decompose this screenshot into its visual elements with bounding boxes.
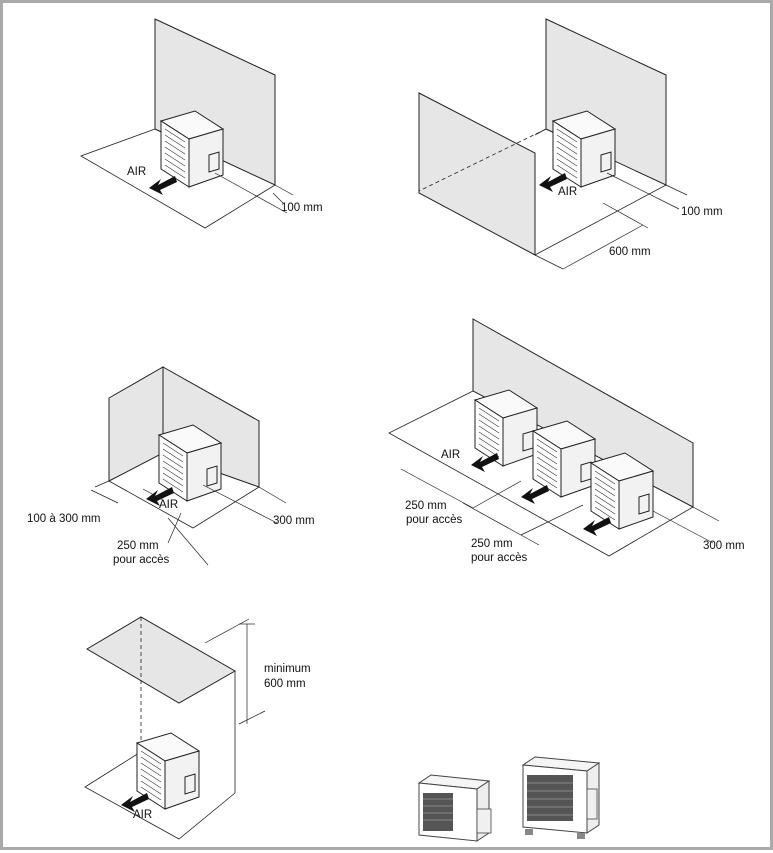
access-label: pour accès xyxy=(113,554,170,566)
panel-single-wall: AIR 100 mm xyxy=(80,18,323,229)
panel-overhead: AIR minimum 600 mm xyxy=(84,616,311,840)
side-wall xyxy=(418,92,536,256)
access-250mm-label-1: 250 mm xyxy=(405,500,447,512)
clearance-100mm-label: 100 mm xyxy=(681,206,723,218)
air-label: AIR xyxy=(558,186,577,198)
clearance-300mm-label: 300 mm xyxy=(273,515,315,527)
access-250mm-label: 250 mm xyxy=(117,540,159,552)
installation-clearance-diagram: AIR 100 mm AIR 100 mm 600 mm AIR 100 à 3… xyxy=(27,18,745,842)
access-250mm-label-2: 250 mm xyxy=(471,538,513,550)
panel-corner: AIR 100 à 300 mm 300 mm 250 mm pour accè… xyxy=(27,366,315,566)
air-label: AIR xyxy=(133,809,152,821)
overhead-shelter xyxy=(86,616,237,704)
panel-two-walls: AIR 100 mm 600 mm xyxy=(418,18,723,270)
air-label: AIR xyxy=(159,499,178,511)
panel-multiple-units: AIR 250 mm pour accès 250 mm pour accès … xyxy=(388,318,745,564)
access-label-1: pour accès xyxy=(406,514,463,526)
clearance-100-300mm-label: 100 à 300 mm xyxy=(27,513,101,525)
clearance-600mm-label: 600 mm xyxy=(609,246,651,258)
air-label: AIR xyxy=(127,166,146,178)
clearance-300mm-label: 300 mm xyxy=(703,540,745,552)
access-label-2: pour accès xyxy=(471,552,528,564)
minimum-label: minimum xyxy=(264,663,311,675)
airflow-arrow-icon xyxy=(471,453,499,472)
airflow-arrow-icon xyxy=(521,485,549,504)
small-outdoor-unit-icon xyxy=(417,774,492,842)
clearance-100mm-label: 100 mm xyxy=(281,202,323,214)
clearance-600mm-label: 600 mm xyxy=(264,678,306,690)
left-wall xyxy=(108,366,164,482)
floor-outline xyxy=(80,128,276,229)
airflow-arrow-icon xyxy=(149,176,177,195)
airflow-arrow-icon xyxy=(583,517,611,536)
air-label: AIR xyxy=(441,449,460,461)
large-outdoor-unit-icon xyxy=(521,756,601,839)
unit-illustrations xyxy=(417,756,601,842)
